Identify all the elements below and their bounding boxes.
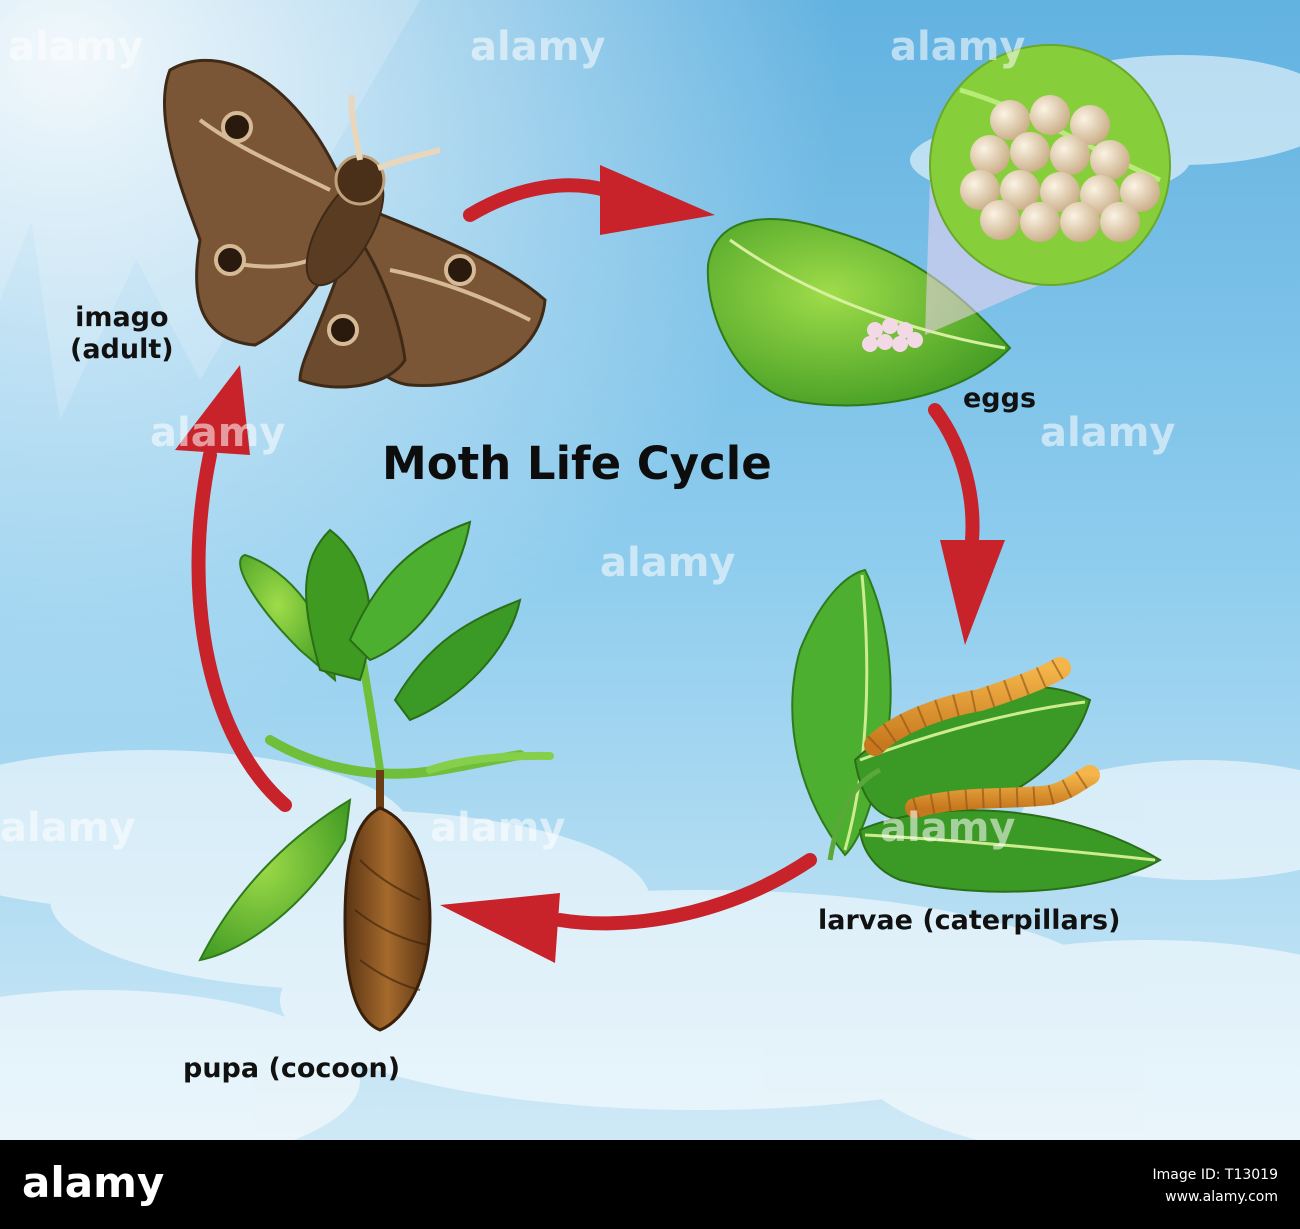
larvae-illustration — [791, 568, 1162, 893]
watermark: alamy — [0, 805, 136, 851]
imago-label-line2: (adult) — [70, 334, 174, 366]
footer-logo: alamy — [22, 1158, 165, 1207]
footer-meta: Image ID: T13019 www.alamy.com — [1153, 1164, 1278, 1208]
egg-cluster-small — [862, 318, 923, 352]
watermark: alamy — [470, 24, 606, 70]
watermark: alamy — [1040, 410, 1176, 456]
egg-zoom-lens — [929, 44, 1171, 286]
watermark: alamy — [430, 805, 566, 851]
pupa-illustration — [198, 520, 554, 1032]
stage-label-eggs: eggs — [963, 383, 1037, 414]
watermark: alamy — [600, 540, 736, 586]
cycle-arrows — [175, 165, 1005, 963]
footer-bar — [0, 1140, 1300, 1229]
caterpillar-upper — [864, 657, 1071, 756]
stage-label-larvae: larvae (caterpillars) — [818, 905, 1121, 936]
leaf-with-eggs-illustration — [706, 44, 1171, 407]
watermark: alamy — [890, 24, 1026, 70]
footer-url: www.alamy.com — [1165, 1189, 1278, 1205]
moth-illustration — [163, 58, 547, 389]
watermark: alamy — [150, 410, 286, 456]
scene-illustration — [0, 0, 1300, 1140]
stage-label-imago: imago (adult) — [70, 302, 174, 367]
arrow-pupa-to-imago — [175, 365, 292, 812]
watermark: alamy — [880, 805, 1016, 851]
stage-label-pupa: pupa (cocoon) — [183, 1053, 401, 1084]
footer-image-id: Image ID: T13019 — [1152, 1167, 1278, 1183]
arrow-imago-to-eggs — [463, 165, 715, 235]
caterpillar-lower — [905, 765, 1100, 818]
watermark: alamy — [8, 24, 144, 70]
imago-label-line1: imago — [75, 302, 169, 333]
arrow-eggs-to-larvae — [928, 403, 1005, 645]
diagram-title: Moth Life Cycle — [382, 437, 772, 490]
arrow-larvae-to-pupa — [440, 853, 817, 963]
egg-cluster-zoomed — [960, 95, 1160, 242]
